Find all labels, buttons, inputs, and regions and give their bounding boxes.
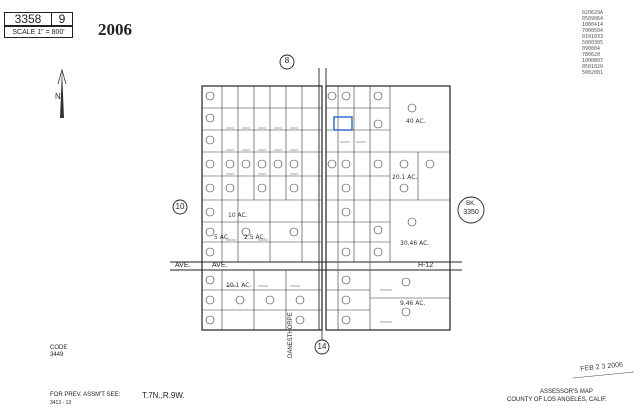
lot-circle bbox=[205, 91, 215, 101]
acre-label: 20.1 AC. bbox=[392, 174, 418, 181]
acre-label: 40 AC. bbox=[406, 118, 426, 125]
north-label: N bbox=[55, 92, 61, 101]
lot-circle bbox=[341, 183, 351, 193]
lot-circle bbox=[341, 207, 351, 217]
code-label: CODE bbox=[50, 345, 68, 351]
lot-circle bbox=[205, 247, 215, 257]
lot-circle bbox=[373, 119, 383, 129]
lot-circle bbox=[341, 247, 351, 257]
code-value: 3449 bbox=[50, 352, 64, 358]
lot-circle bbox=[401, 277, 411, 287]
lot-circle bbox=[235, 295, 245, 305]
adjacent-book-label: BK. bbox=[466, 201, 476, 207]
lot-circle bbox=[295, 315, 305, 325]
note-line: 0509064 bbox=[582, 16, 604, 22]
lot-circle bbox=[341, 275, 351, 285]
acre-label: 30.46 AC. bbox=[400, 240, 430, 247]
prev-assessment-label: FOR PREV. ASSM'T SEE: bbox=[50, 392, 121, 398]
lot-circle bbox=[205, 295, 215, 305]
acre-label: 10 AC. bbox=[228, 212, 248, 219]
footer-title: ASSESSOR'S MAP bbox=[540, 389, 593, 395]
stamp-underline bbox=[572, 371, 635, 379]
adjacent-book-number: 3350 bbox=[463, 209, 479, 216]
lot-circle bbox=[289, 159, 299, 169]
lot-circle bbox=[407, 217, 417, 227]
lot-circle bbox=[341, 295, 351, 305]
lot-circle bbox=[295, 295, 305, 305]
lot-circle bbox=[225, 159, 235, 169]
lot-circle bbox=[289, 227, 299, 237]
lot-circle bbox=[265, 295, 275, 305]
lot-circle bbox=[205, 183, 215, 193]
lot-circle bbox=[399, 183, 409, 193]
note-line: 1000807 bbox=[582, 58, 604, 64]
highlighted-parcel bbox=[333, 116, 353, 131]
note-line: 020629A bbox=[582, 10, 604, 16]
ref-label-10: 10 bbox=[175, 202, 185, 211]
note-line: 5000305 bbox=[582, 40, 604, 46]
lot-circle bbox=[373, 159, 383, 169]
lot-circle bbox=[205, 227, 215, 237]
lot-circle bbox=[205, 315, 215, 325]
lot-circle bbox=[205, 207, 215, 217]
acre-label: 9.46 AC. bbox=[400, 300, 426, 307]
lot-circle bbox=[241, 227, 251, 237]
avenue-code: H-12 bbox=[418, 262, 434, 269]
road-name-vertical: DANESTHORPE bbox=[288, 312, 294, 358]
lot-circle bbox=[327, 159, 337, 169]
lot-circle bbox=[341, 159, 351, 169]
note-line: 0501020 bbox=[582, 64, 604, 70]
note-line: 780620 bbox=[582, 52, 601, 58]
lot-circle bbox=[401, 307, 411, 317]
lot-circle bbox=[341, 91, 351, 101]
lot-circle bbox=[205, 275, 215, 285]
notes-column: 020629A 0509064 1000414 7000504 0101033 … bbox=[582, 10, 638, 76]
lot-circle bbox=[407, 103, 417, 113]
lot-circle bbox=[289, 183, 299, 193]
note-line: 0101033 bbox=[582, 34, 604, 40]
acre-label: 2.5 AC. bbox=[244, 234, 266, 241]
lot-circle bbox=[205, 135, 215, 145]
lot-circle bbox=[273, 159, 283, 169]
avenue-label-inner: AVE. bbox=[212, 262, 228, 269]
note-line: 090804 bbox=[582, 46, 601, 52]
ref-circle-8 bbox=[279, 54, 295, 70]
lot-circle bbox=[341, 315, 351, 325]
acre-label: 5 AC. bbox=[214, 234, 230, 241]
lot-circle bbox=[205, 113, 215, 123]
lot-circle bbox=[373, 91, 383, 101]
lot-circle bbox=[225, 183, 235, 193]
township-range: T.7N.,R.9W. bbox=[142, 391, 185, 400]
prev-assessment-ref: 3413 - 13 bbox=[50, 400, 72, 406]
lot-circle bbox=[399, 159, 409, 169]
page-number-box: 9 bbox=[51, 12, 73, 26]
lot-circle bbox=[257, 159, 267, 169]
acre-label: 10.1 AC. bbox=[226, 282, 252, 289]
north-arrow-icon bbox=[57, 68, 67, 118]
left-block-outline bbox=[201, 85, 323, 331]
ref-circle-14 bbox=[314, 339, 330, 355]
ref-label-8: 8 bbox=[284, 56, 290, 65]
scale-label: SCALE 1" = 800' bbox=[4, 26, 73, 38]
note-line: 5002081 bbox=[582, 70, 604, 76]
note-line: 1000414 bbox=[582, 22, 604, 28]
lot-circle bbox=[257, 183, 267, 193]
lot-circle bbox=[205, 159, 215, 169]
ref-circle-10 bbox=[172, 199, 188, 215]
footer-county: COUNTY OF LOS ANGELES, CALIF. bbox=[507, 397, 607, 403]
lot-circle bbox=[327, 91, 337, 101]
bk-circle bbox=[457, 196, 485, 224]
lot-circle bbox=[373, 247, 383, 257]
lot-circle bbox=[373, 225, 383, 235]
lot-circle bbox=[425, 159, 435, 169]
ref-label-14: 14 bbox=[317, 342, 327, 351]
map-year: 2006 bbox=[98, 20, 132, 39]
avenue-label: AVE. bbox=[175, 262, 191, 269]
lot-circle bbox=[241, 159, 251, 169]
note-line: 7000504 bbox=[582, 28, 604, 34]
